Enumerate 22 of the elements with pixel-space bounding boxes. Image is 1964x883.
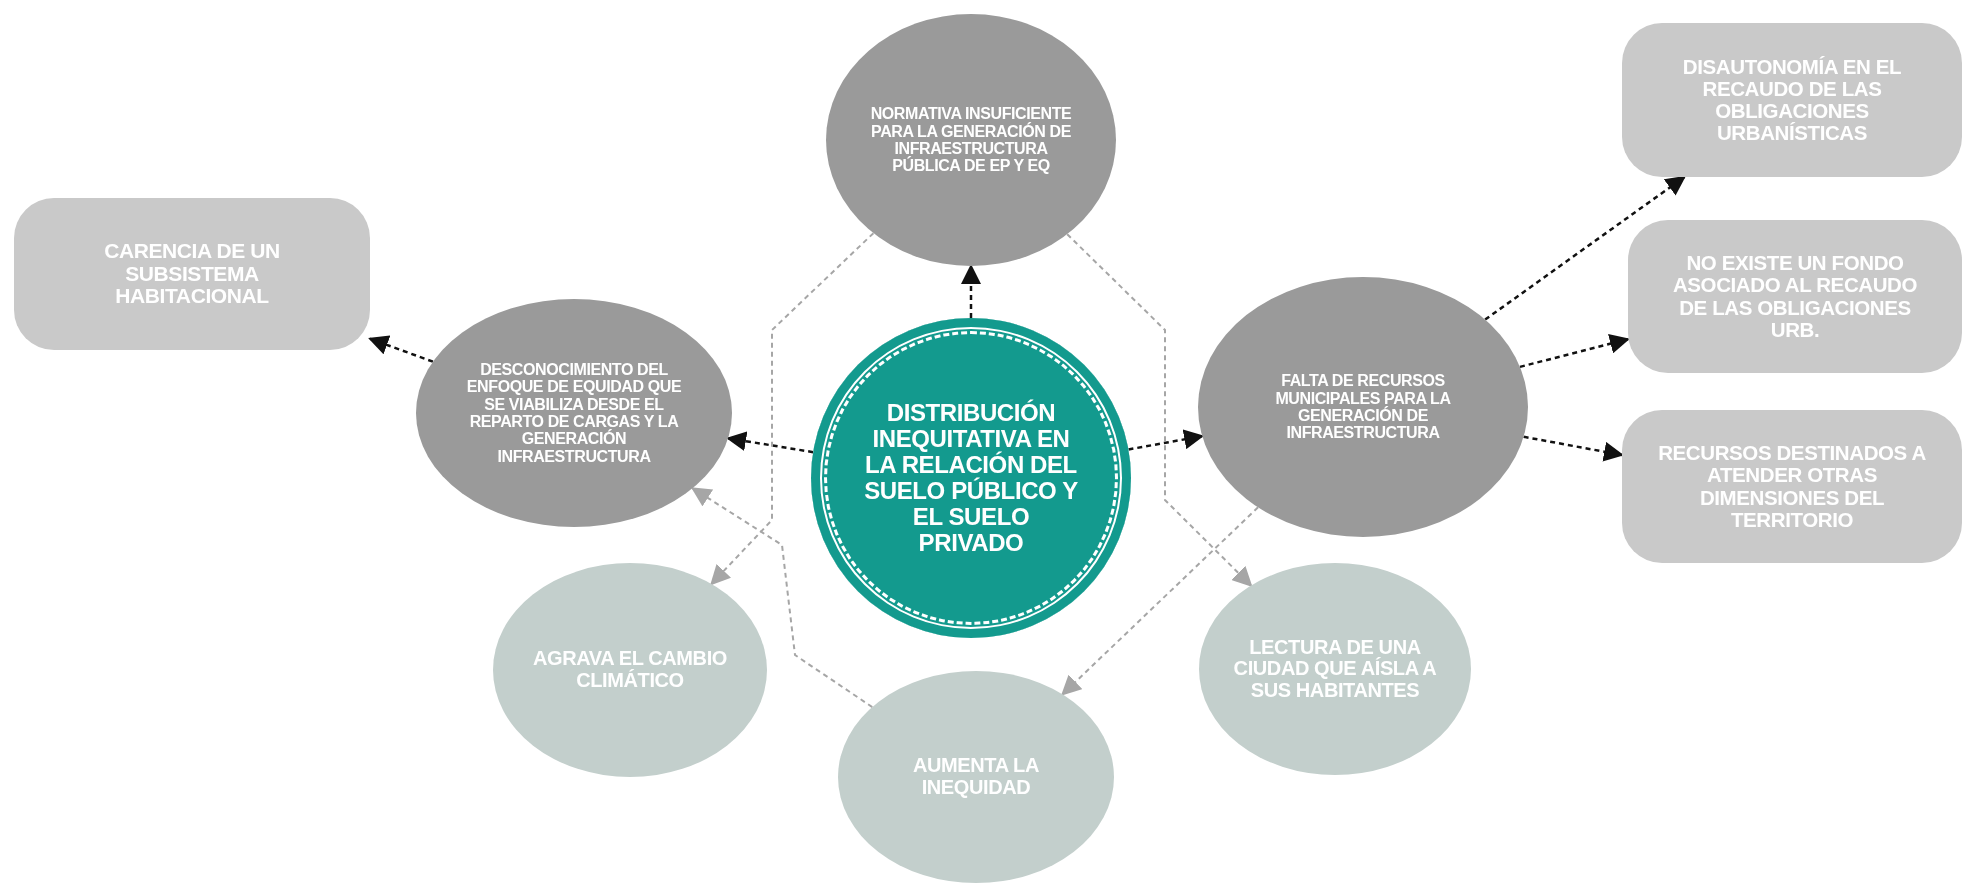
dashed-arrow	[690, 487, 874, 709]
effect-box	[1622, 410, 1962, 563]
effect-box	[1628, 220, 1962, 373]
dashed-arrow	[1061, 506, 1260, 696]
node-text: DISTRIBUCIÓN INEQUITATIVA EN LA RELACIÓN DEL SUELO PÚBLICO Y EL SUELO PRIVADO	[863, 400, 1079, 556]
node-text: LECTURA DE UNA CIUDAD QUE AÍSLA A SUS HABITANTES	[1232, 636, 1438, 702]
dashed-arrow	[1484, 175, 1687, 321]
dashed-arrow	[1523, 435, 1624, 462]
dashed-arrow	[726, 431, 814, 454]
effect-box	[1622, 23, 1962, 177]
dashed-arrow	[961, 264, 981, 318]
effect-box	[14, 198, 370, 350]
dashed-arrow	[710, 232, 875, 586]
dashed-arrow	[1066, 233, 1253, 587]
node-text: DESCONOCIMIENTO DEL ENFOQUE DE EQUIDAD QUE SE VIABILIZA DESDE EL REPARTO DE CARGAS Y LA GENERACIÓN INFRAESTRUCTURA	[465, 361, 683, 465]
dashed-arrow	[1128, 429, 1205, 451]
node-text: AGRAVA EL CAMBIO CLIMÁTICO	[532, 648, 728, 692]
dashed-arrow	[368, 335, 434, 363]
node-text: AUMENTA LA INEQUIDAD	[912, 755, 1040, 799]
node-text: NORMATIVA INSUFICIENTE PARA LA GENERACIÓN DE INFRAESTRUCTURA PÚBLICA DE EP Y EQ	[869, 105, 1073, 175]
dashed-arrow	[1519, 334, 1630, 369]
node-text: FALTA DE RECURSOS MUNICIPALES PARA LA GENERACIÓN DE INFRAESTRUCTURA	[1274, 372, 1452, 442]
